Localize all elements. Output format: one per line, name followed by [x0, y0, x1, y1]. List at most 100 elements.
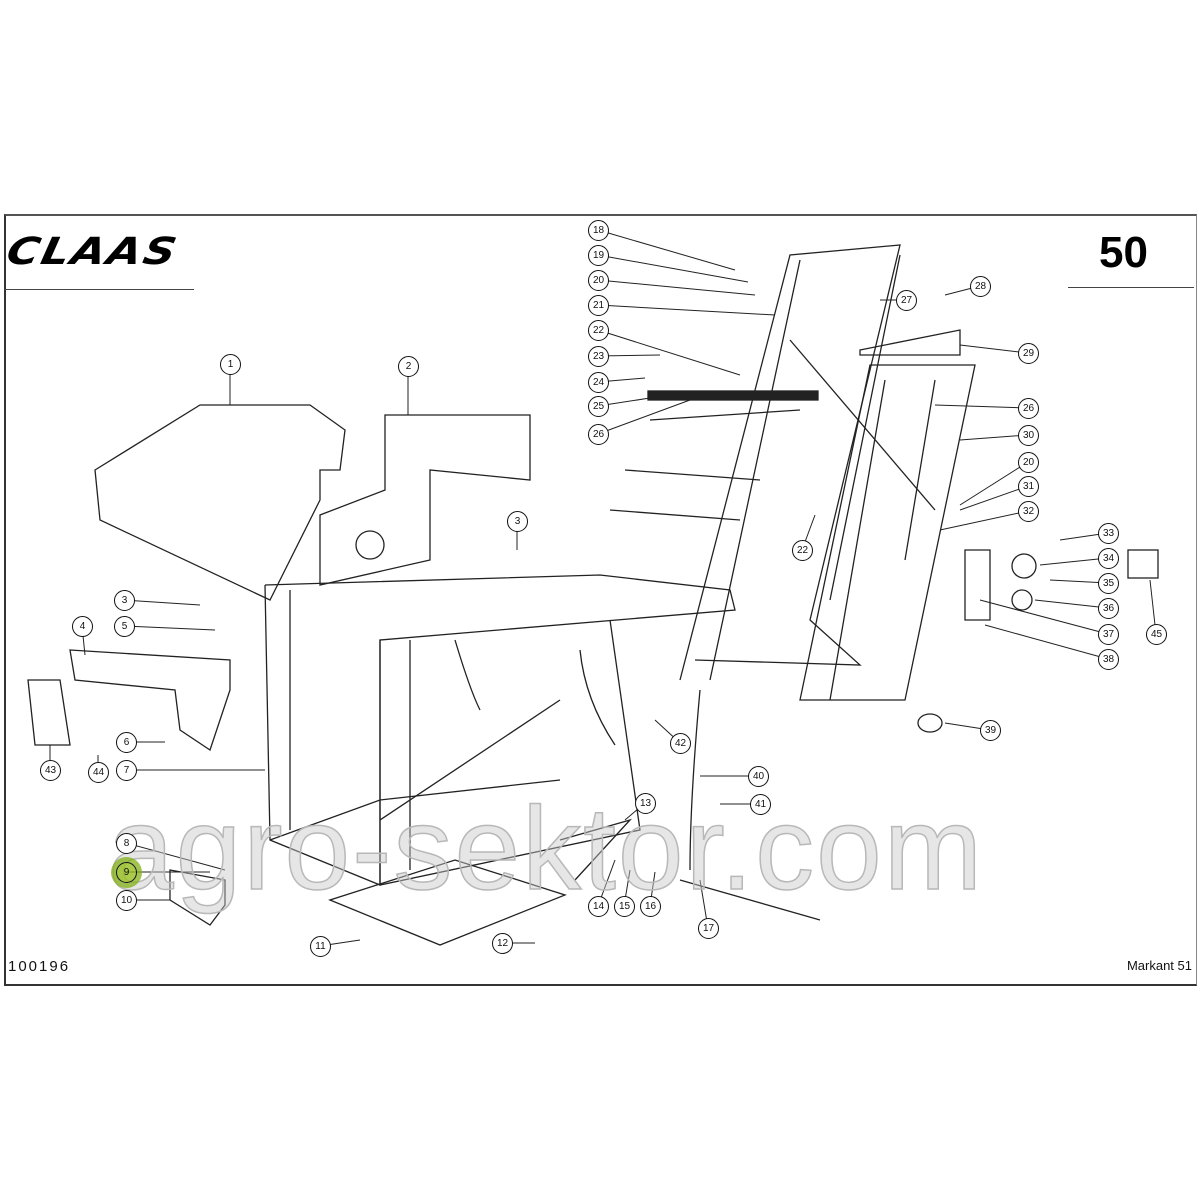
part-side-panel: [319, 414, 531, 586]
part-frame-side: [379, 619, 641, 886]
leader-line: [597, 279, 756, 296]
part-callout-40[interactable]: 40: [748, 766, 769, 787]
part-ladder-2: [799, 364, 976, 701]
part-callout-37[interactable]: 37: [1098, 624, 1119, 645]
part-callout-12[interactable]: 12: [492, 933, 513, 954]
leader-line: [597, 254, 749, 283]
part-bottom-plate: [328, 859, 567, 946]
part-plate-43: [27, 679, 71, 746]
part-cover: [94, 404, 346, 601]
part-bracket-4: [69, 649, 231, 752]
part-reflector-39: [917, 713, 943, 733]
part-frame-post: [289, 590, 411, 870]
part-callout-43[interactable]: 43: [40, 760, 61, 781]
part-callout-23[interactable]: 23: [588, 346, 609, 367]
part-ladder-rail: [709, 254, 901, 681]
part-plate-13: [559, 818, 633, 881]
leader-line: [1034, 599, 1109, 609]
part-callout-3[interactable]: 3: [507, 511, 528, 532]
part-main-frame: [264, 574, 736, 886]
part-callout-31[interactable]: 31: [1018, 476, 1039, 497]
part-callout-17[interactable]: 17: [698, 918, 719, 939]
part-callout-35[interactable]: 35: [1098, 573, 1119, 594]
part-socket-45: [1127, 549, 1159, 579]
leader-line: [597, 329, 741, 376]
part-callout-6[interactable]: 6: [116, 732, 137, 753]
part-callout-9[interactable]: 9: [116, 862, 137, 883]
part-callout-28[interactable]: 28: [970, 276, 991, 297]
part-callout-41[interactable]: 41: [750, 794, 771, 815]
part-callout-1[interactable]: 1: [220, 354, 241, 375]
part-callout-26[interactable]: 26: [1018, 398, 1039, 419]
part-lamp-34: [1011, 553, 1037, 579]
part-callout-39[interactable]: 39: [980, 720, 1001, 741]
leader-line: [123, 599, 201, 606]
part-callout-3[interactable]: 3: [114, 590, 135, 611]
part-bracket-10: [169, 869, 226, 926]
part-callout-11[interactable]: 11: [310, 936, 331, 957]
part-rod: [789, 339, 936, 511]
leader-line: [959, 434, 1029, 441]
leader-line: [1039, 557, 1109, 566]
part-ladder-2-rail: [829, 379, 936, 701]
part-callout-4[interactable]: 4: [72, 616, 93, 637]
part-callout-32[interactable]: 32: [1018, 501, 1039, 522]
part-ladder-rung: [609, 409, 801, 521]
part-callout-15[interactable]: 15: [614, 896, 635, 917]
part-bracket-29: [859, 329, 961, 356]
part-callout-21[interactable]: 21: [588, 295, 609, 316]
part-callout-26[interactable]: 26: [588, 424, 609, 445]
part-callout-25[interactable]: 25: [588, 396, 609, 417]
part-callout-20[interactable]: 20: [1018, 452, 1039, 473]
page-number: 50: [1099, 228, 1148, 277]
part-callout-7[interactable]: 7: [116, 760, 137, 781]
part-callout-10[interactable]: 10: [116, 890, 137, 911]
part-callout-38[interactable]: 38: [1098, 649, 1119, 670]
part-callout-36[interactable]: 36: [1098, 598, 1119, 619]
part-callout-27[interactable]: 27: [896, 290, 917, 311]
part-callout-33[interactable]: 33: [1098, 523, 1119, 544]
part-callout-14[interactable]: 14: [588, 896, 609, 917]
leader-line: [959, 344, 1029, 354]
leader-line: [979, 599, 1109, 635]
leader-line: [934, 404, 1029, 409]
part-callout-24[interactable]: 24: [588, 372, 609, 393]
part-cable-40: [679, 689, 821, 921]
part-frame-diagonal: [379, 699, 561, 821]
part-callout-5[interactable]: 5: [114, 616, 135, 637]
part-bar-25: [647, 390, 819, 401]
part-callout-22[interactable]: 22: [588, 320, 609, 341]
part-frame-brace: [269, 779, 561, 841]
part-callout-16[interactable]: 16: [640, 896, 661, 917]
part-callout-22[interactable]: 22: [792, 540, 813, 561]
part-panel-hole: [355, 530, 385, 560]
part-callout-20[interactable]: 20: [588, 270, 609, 291]
part-callout-2[interactable]: 2: [398, 356, 419, 377]
part-callout-19[interactable]: 19: [588, 245, 609, 266]
leader-line: [123, 625, 216, 631]
part-callout-34[interactable]: 34: [1098, 548, 1119, 569]
part-callout-30[interactable]: 30: [1018, 425, 1039, 446]
part-hose: [454, 639, 481, 711]
leader-line: [597, 304, 776, 316]
leader-line: [984, 624, 1109, 660]
part-callout-18[interactable]: 18: [588, 220, 609, 241]
part-callout-42[interactable]: 42: [670, 733, 691, 754]
document-number: 100196: [8, 958, 71, 975]
part-callout-29[interactable]: 29: [1018, 343, 1039, 364]
part-lamp-bracket: [964, 549, 991, 621]
part-callout-45[interactable]: 45: [1146, 624, 1167, 645]
leader-line: [597, 399, 691, 435]
part-callout-13[interactable]: 13: [635, 793, 656, 814]
part-lens-36: [1011, 589, 1033, 611]
leader-line: [939, 510, 1029, 531]
part-callout-44[interactable]: 44: [88, 762, 109, 783]
part-callout-8[interactable]: 8: [116, 833, 137, 854]
divider: [1068, 287, 1194, 288]
diagram-frame: [4, 214, 1197, 986]
leader-line: [959, 485, 1029, 511]
leader-line: [597, 229, 736, 271]
part-hose: [579, 649, 616, 746]
model-name: Markant 51: [1126, 958, 1192, 973]
